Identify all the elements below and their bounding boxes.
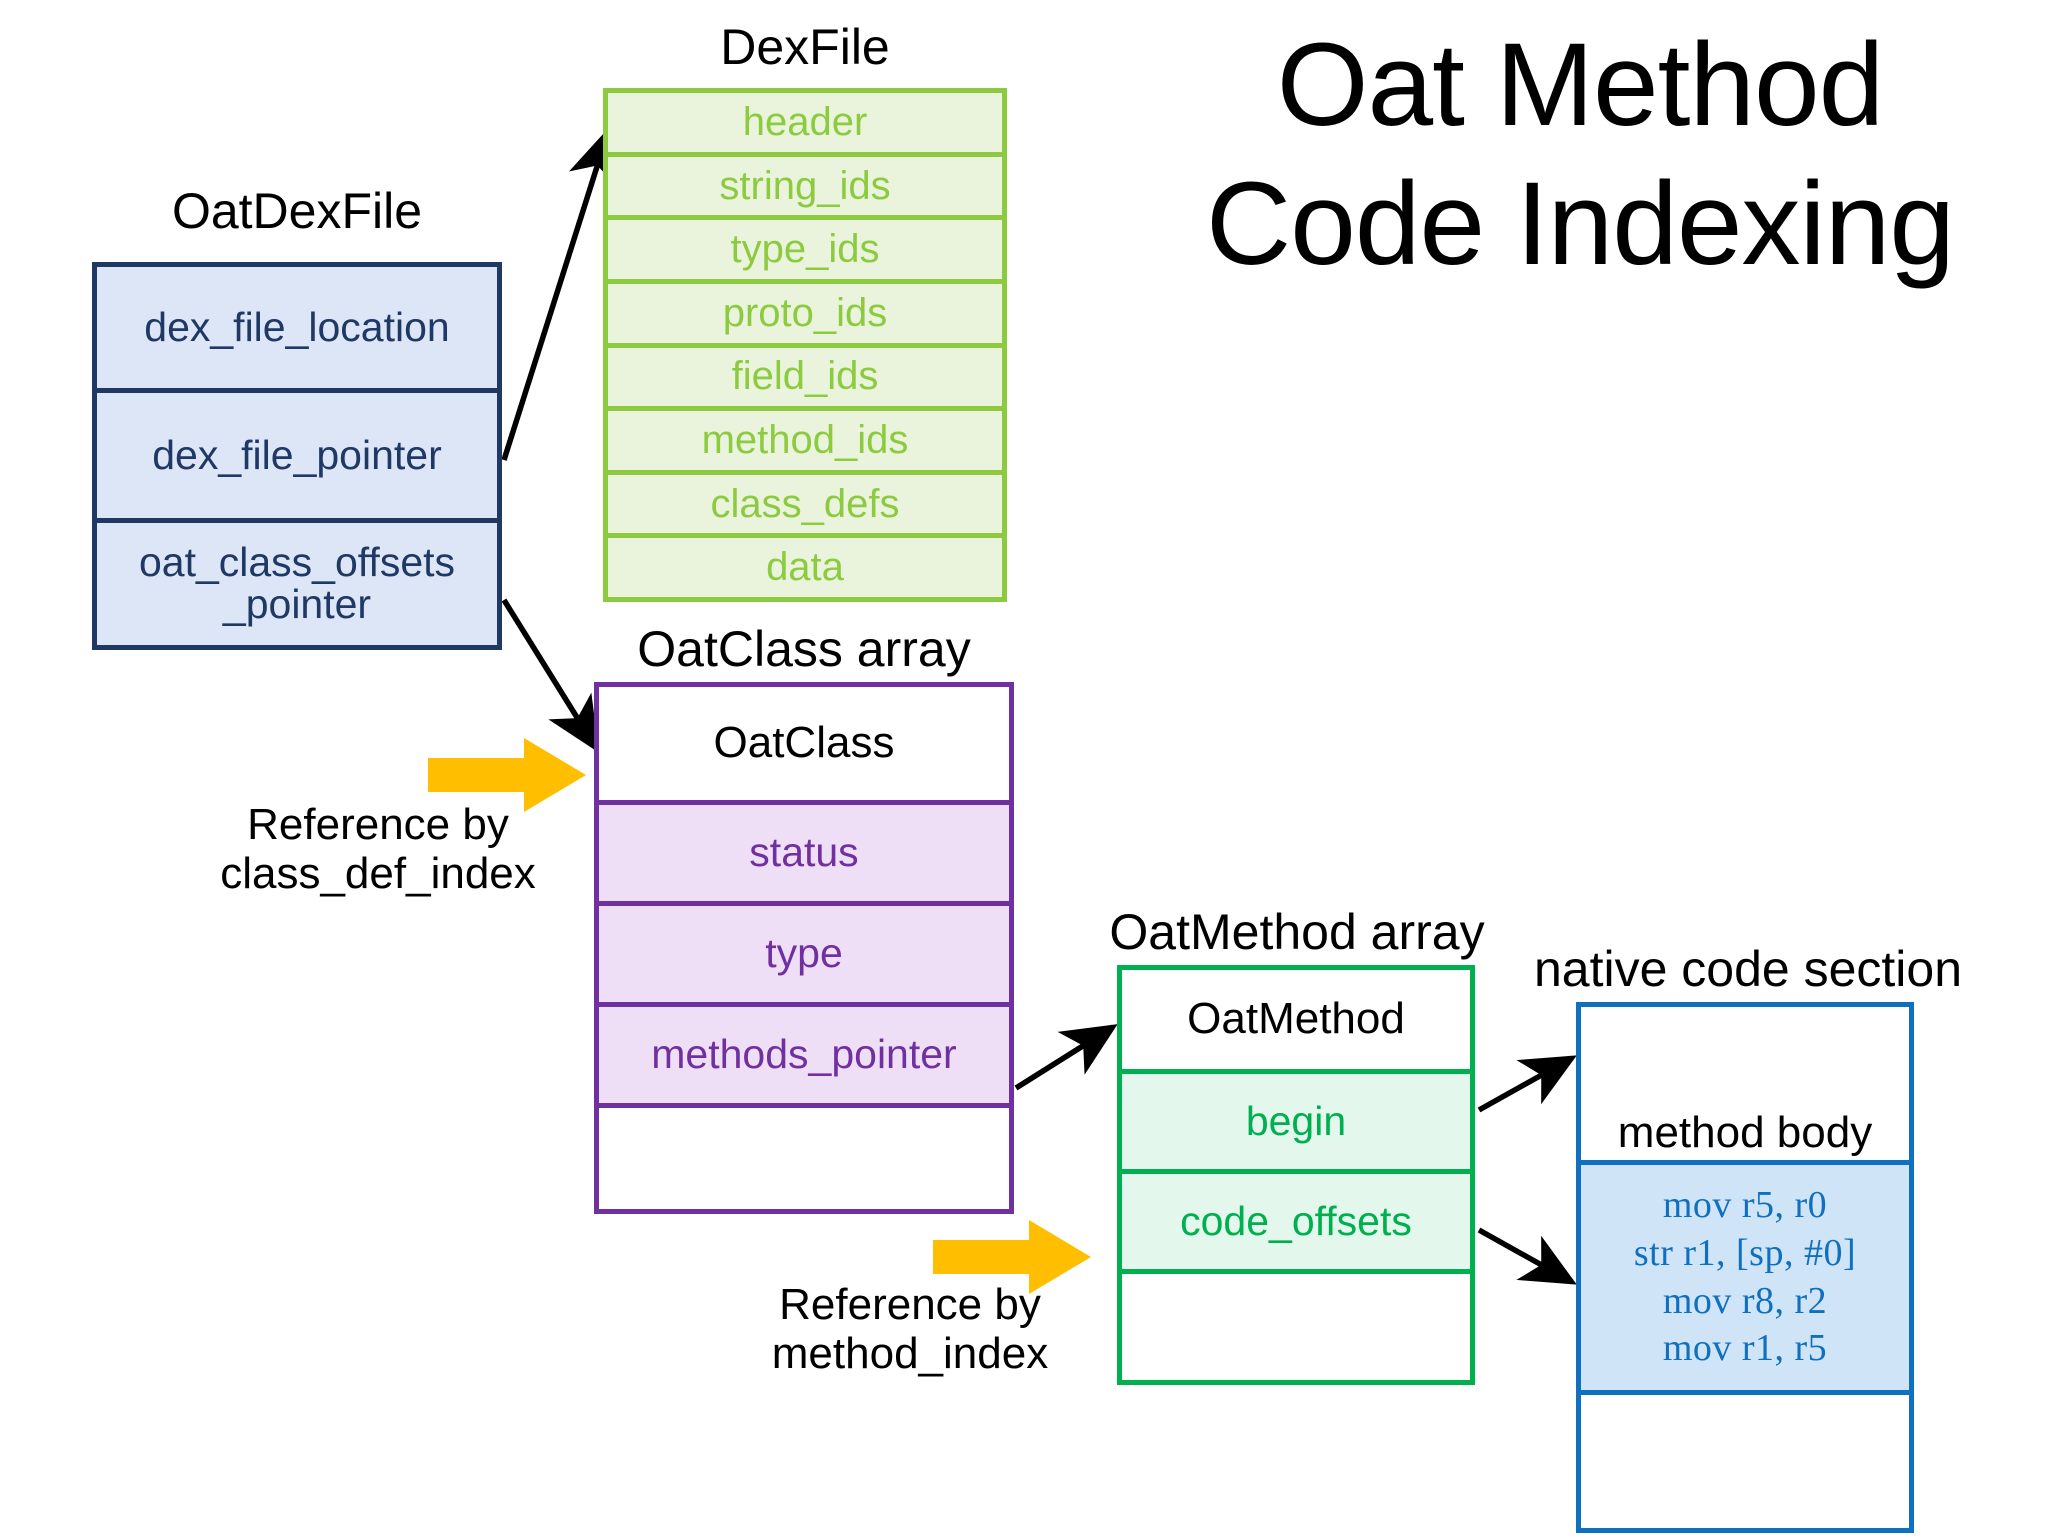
- native-code-section-struct: method body mov r5, r0 str r1, [sp, #0] …: [1576, 1002, 1914, 1533]
- oat-dex-file-caption: OatDexFile: [171, 183, 423, 239]
- oat-dex-file-row[interactable]: dex_file_location: [97, 267, 497, 393]
- oat-class-row-empty[interactable]: [599, 1108, 1009, 1209]
- oat-class-row[interactable]: status: [599, 805, 1009, 906]
- dex-file-struct: header string_ids type_ids proto_ids fie…: [603, 88, 1007, 602]
- page-title: Oat Method Code Indexing: [1150, 16, 2010, 294]
- oat-method-row-header[interactable]: OatMethod: [1122, 970, 1470, 1074]
- note-reference-class-def-index: Reference by class_def_index: [220, 800, 536, 899]
- note-reference-method-index: Reference by method_index: [771, 1280, 1049, 1379]
- native-code-rows[interactable]: mov r5, r0 str r1, [sp, #0] mov r8, r2 m…: [1581, 1165, 1909, 1395]
- oat-method-array-struct: OatMethod begin code_offsets: [1117, 965, 1475, 1385]
- code-line: str r1, [sp, #0]: [1633, 1231, 1857, 1274]
- native-code-section-caption: native code section: [1533, 941, 1963, 997]
- oat-method-row[interactable]: code_offsets: [1122, 1174, 1470, 1274]
- oat-class-row[interactable]: methods_pointer: [599, 1007, 1009, 1108]
- dex-file-row[interactable]: field_ids: [608, 347, 1002, 412]
- code-line: mov r8, r2: [1662, 1279, 1828, 1322]
- oat-dex-file-row[interactable]: dex_file_pointer: [97, 393, 497, 523]
- reference-arrow-method-index: [933, 1220, 1091, 1294]
- oat-dex-file-struct: dex_file_location dex_file_pointer oat_c…: [92, 262, 502, 650]
- connector-dexfilepointer-to-header: [501, 126, 618, 461]
- code-line: mov r5, r0: [1662, 1183, 1828, 1226]
- oat-method-row-empty[interactable]: [1122, 1274, 1470, 1380]
- oat-method-row[interactable]: begin: [1122, 1074, 1470, 1174]
- oat-class-row-header[interactable]: OatClass: [599, 687, 1009, 805]
- page-title-line-2: Code Indexing: [1205, 158, 1955, 291]
- dex-file-row[interactable]: header: [608, 93, 1002, 157]
- dex-file-caption: DexFile: [720, 19, 890, 75]
- oat-method-array-caption: OatMethod array: [1109, 904, 1485, 960]
- page-title-line-1: Oat Method: [1276, 19, 1885, 151]
- connector-methodspointer-to-oatmethod: [1014, 1024, 1118, 1091]
- dex-file-row[interactable]: class_defs: [608, 474, 1002, 539]
- dex-file-row[interactable]: string_ids: [608, 156, 1002, 221]
- connector-begin-to-methodbody: [1477, 1055, 1577, 1113]
- connector-oatclassoffsets-to-oatclass: [501, 598, 599, 753]
- native-code-row-empty[interactable]: [1581, 1395, 1909, 1528]
- dex-file-row[interactable]: method_ids: [608, 411, 1002, 475]
- dex-file-row[interactable]: data: [608, 538, 1002, 597]
- reference-arrow-class-def: [428, 738, 586, 812]
- dex-file-row[interactable]: proto_ids: [608, 283, 1002, 348]
- method-body-row[interactable]: method body: [1581, 1007, 1909, 1165]
- oat-class-row[interactable]: type: [599, 906, 1009, 1007]
- oat-class-array-struct: OatClass status type methods_pointer: [594, 682, 1014, 1214]
- oat-class-array-caption: OatClass array: [637, 621, 971, 677]
- code-line: mov r1, r5: [1662, 1327, 1828, 1370]
- oat-dex-file-row[interactable]: oat_class_offsets _pointer: [97, 523, 497, 645]
- dex-file-row[interactable]: type_ids: [608, 220, 1002, 284]
- connector-codeoffsets-to-nativecode: [1477, 1227, 1577, 1285]
